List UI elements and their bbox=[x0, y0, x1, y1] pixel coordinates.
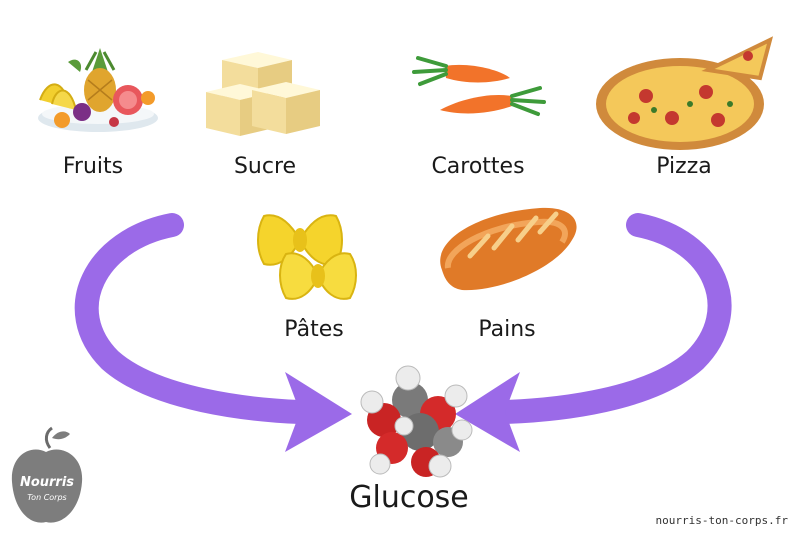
right-arrow bbox=[455, 213, 732, 452]
logo: Nourris Ton Corps bbox=[11, 426, 83, 523]
website-url: nourris-ton-corps.fr bbox=[655, 514, 788, 527]
logo-line2: Ton Corps bbox=[27, 493, 66, 502]
pasta-icon bbox=[257, 214, 357, 300]
label-pizza: Pizza bbox=[656, 154, 712, 179]
left-arrow bbox=[74, 213, 352, 452]
sugar-cubes-icon bbox=[206, 52, 320, 136]
label-glucose: Glucose bbox=[349, 480, 469, 515]
pizza-icon bbox=[596, 36, 774, 150]
label-pates: Pâtes bbox=[284, 317, 344, 342]
logo-line1: Nourris bbox=[20, 475, 74, 490]
label-pains: Pains bbox=[478, 317, 536, 342]
label-sucre: Sucre bbox=[233, 154, 297, 179]
bread-icon bbox=[440, 207, 577, 291]
fruit-bowl-icon bbox=[38, 48, 158, 132]
carrots-icon bbox=[412, 56, 546, 116]
glucose-molecule-icon bbox=[360, 365, 473, 478]
label-carottes: Carottes bbox=[431, 154, 525, 179]
label-fruits: Fruits bbox=[62, 154, 124, 179]
